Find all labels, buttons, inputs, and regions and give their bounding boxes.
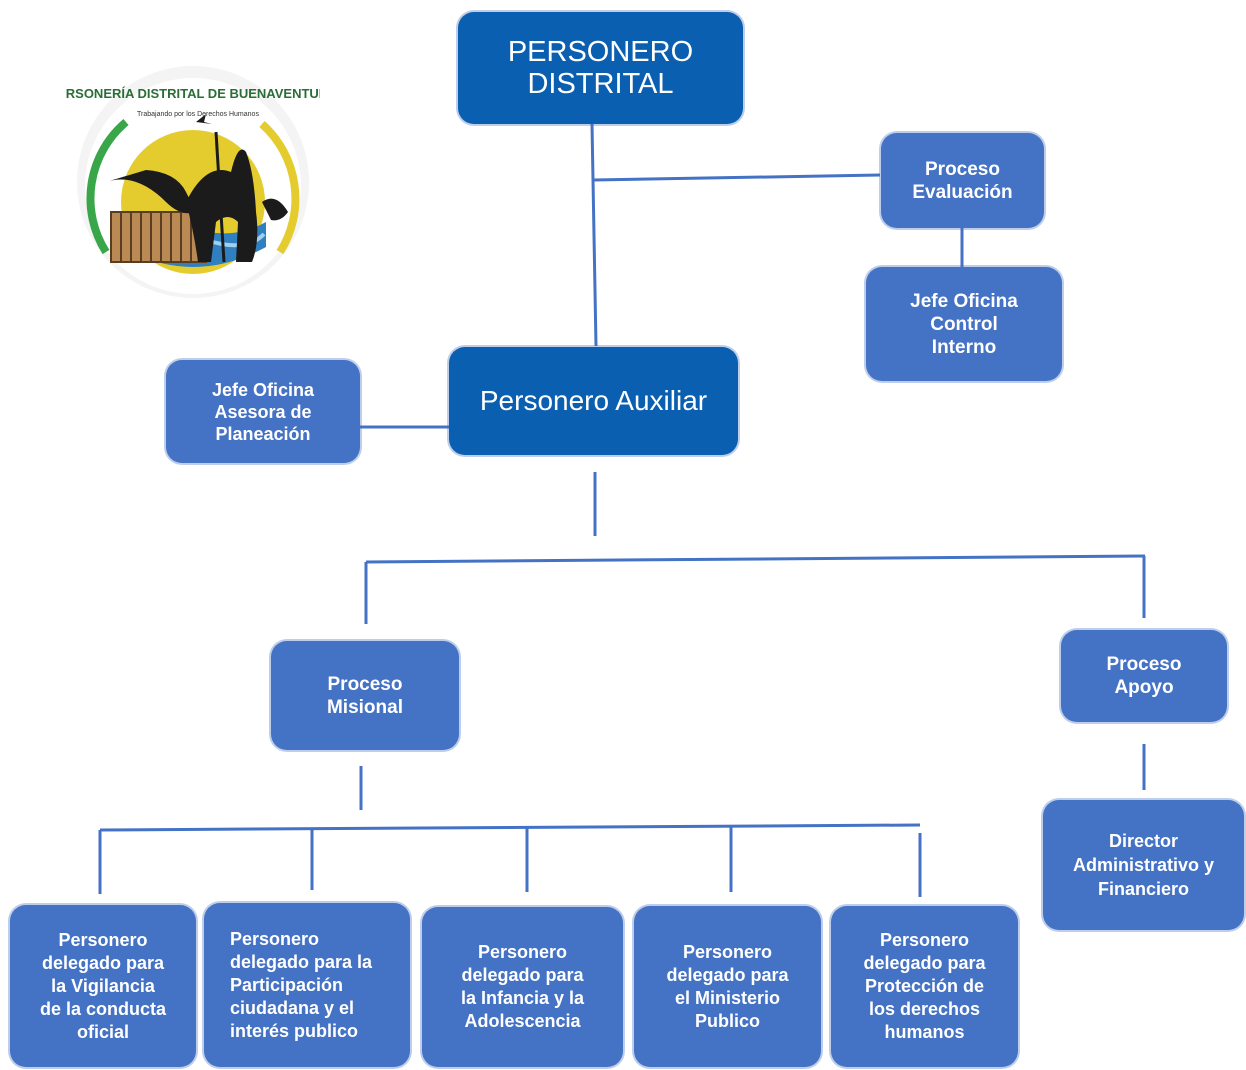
node-personero-auxiliar-label: Personero Auxiliar (479, 385, 708, 416)
node-director-administrativo-label: Director Administrativo y Financiero (1072, 831, 1215, 899)
node-delegado-ministerio: Personero delegado para el Ministerio Pu… (634, 906, 821, 1067)
node-proceso-evaluacion-label: Proceso Evaluación (912, 158, 1013, 203)
connector-to-evaluacion (593, 173, 881, 182)
node-proceso-apoyo-label: Proceso Apoyo (1106, 654, 1182, 698)
node-director-administrativo: Director Administrativo y Financiero (1043, 800, 1244, 930)
node-proceso-misional-label: Proceso Misional (326, 673, 403, 718)
node-delegado-vigilancia: Personero delegado para la Vigilancia de… (10, 905, 196, 1067)
logo-ring-text: PERSONERÍA DISTRITAL DE BUENAVENTURA (66, 86, 320, 101)
node-delegado-participacion: Personero delegado para la Participación… (204, 903, 410, 1067)
node-jefe-planeacion-label: Jefe Oficina Asesora de Planeación (211, 379, 315, 444)
node-jefe-control-interno: Jefe Oficina Control Interno (866, 267, 1062, 381)
node-personero-auxiliar: Personero Auxiliar (449, 347, 738, 455)
node-delegado-ddhh: Personero delegado para Protección de lo… (831, 906, 1018, 1067)
personeria-logo: PERSONERÍA DISTRITAL DE BUENAVENTURA Tra… (66, 66, 320, 298)
node-jefe-planeacion: Jefe Oficina Asesora de Planeación (166, 360, 360, 463)
node-delegado-ministerio-label: Personero delegado para el Ministerio Pu… (666, 941, 789, 1031)
connector-top-to-auxiliar (590, 123, 598, 347)
node-proceso-evaluacion: Proceso Evaluación (881, 133, 1044, 228)
node-delegado-ddhh-label: Personero delegado para Protección de lo… (863, 930, 986, 1042)
node-personero-distrital-label: PERSONERO DISTRITAL (507, 36, 694, 100)
node-proceso-misional: Proceso Misional (271, 641, 459, 750)
node-delegado-infancia-label: Personero delegado para la Infancia y la… (460, 942, 585, 1031)
node-delegado-participacion-label: Personero delegado para la Participación… (230, 928, 373, 1041)
connector-branch-horizontal (365, 554, 1146, 564)
node-delegado-infancia: Personero delegado para la Infancia y la… (422, 907, 623, 1067)
node-delegado-vigilancia-label: Personero delegado para la Vigilancia de… (39, 929, 167, 1042)
node-personero-distrital: PERSONERO DISTRITAL (458, 12, 743, 124)
connector-delegados-horizontal (99, 823, 921, 832)
node-proceso-apoyo: Proceso Apoyo (1061, 630, 1227, 722)
logo-sub-text: Trabajando por los Derechos Humanos (137, 111, 259, 118)
node-jefe-control-interno-label: Jefe Oficina Control Interno (910, 290, 1018, 358)
